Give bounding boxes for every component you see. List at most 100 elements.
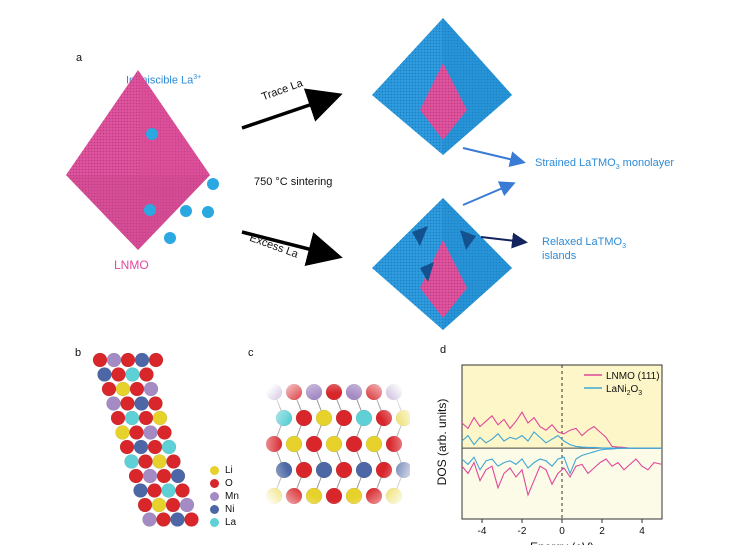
atom — [97, 367, 112, 382]
atom — [148, 396, 163, 411]
atom — [184, 512, 199, 527]
strained-sub: 3 — [615, 164, 620, 172]
strained-label: Strained LaTMO3 monolayer — [535, 157, 674, 171]
atom — [129, 425, 144, 440]
atom — [134, 352, 150, 368]
x-axis-label: Energy (eV) — [530, 540, 594, 545]
atom — [115, 425, 130, 440]
legend-ni-label: Ni — [225, 504, 235, 515]
atom — [166, 454, 181, 469]
atom — [120, 352, 136, 368]
x-tick-label: 0 — [559, 526, 565, 537]
atom — [139, 367, 154, 382]
series-line-0-y_down — [461, 458, 663, 497]
x-tick-label: -2 — [518, 526, 527, 537]
legend-mn-label: Mn — [225, 491, 239, 502]
atom — [134, 396, 149, 411]
panel-b-letter: b — [75, 347, 82, 359]
li-dot-icon — [210, 465, 219, 475]
atom — [170, 468, 186, 484]
lnmo-octahedron — [66, 70, 210, 250]
legend-label-1: LaNi2O3 — [606, 384, 642, 397]
atom — [106, 352, 122, 368]
strained-arrow-top — [462, 147, 526, 168]
atom — [161, 483, 176, 498]
legend-li-label: Li — [225, 465, 233, 476]
x-tick-label: 2 — [599, 526, 605, 537]
atom — [115, 381, 131, 397]
atom — [157, 425, 172, 440]
atom — [170, 512, 185, 527]
atom — [148, 352, 164, 368]
legend-o-label: O — [225, 478, 233, 489]
trace-octahedron — [372, 18, 512, 155]
la-spheres — [144, 128, 219, 244]
atom — [92, 352, 108, 368]
atom — [151, 497, 167, 513]
panel-a-letter: a — [76, 52, 83, 64]
atom — [143, 425, 158, 440]
mn-dot-icon — [210, 491, 219, 501]
relaxed-arrow — [480, 232, 528, 249]
atom — [152, 410, 168, 426]
relaxed-label: Relaxed LaTMO3 — [542, 236, 626, 250]
lnmo-label: LNMO — [114, 258, 149, 272]
series-line-1-y_down — [461, 447, 662, 475]
atom — [119, 439, 135, 455]
sintering-label: 750 °C sintering — [254, 176, 333, 188]
legend-li: Li — [210, 464, 239, 477]
crystal-structure-c — [262, 372, 410, 522]
legend-la: La — [210, 516, 239, 529]
atom — [120, 396, 135, 411]
atom — [133, 439, 149, 455]
immiscible-la-sup: 3+ — [193, 74, 202, 81]
relaxed-sub: 3 — [622, 243, 626, 251]
atom — [125, 367, 140, 382]
strained-suffix: monolayer — [619, 157, 675, 169]
atom — [111, 367, 126, 382]
legend-o: O — [210, 477, 239, 490]
atom-legend: Li O Mn Ni La — [210, 464, 239, 529]
la-dot-icon — [210, 517, 219, 527]
atom — [165, 497, 181, 513]
ni-dot-icon — [210, 504, 219, 514]
atom — [138, 410, 154, 426]
atom — [128, 468, 144, 484]
excess-arrow — [241, 230, 343, 267]
strained-label-text: Strained LaTMO — [535, 157, 616, 169]
relaxed-label-2: islands — [542, 250, 577, 262]
panel-d-letter: d — [440, 344, 447, 356]
atom — [147, 439, 163, 455]
atom — [133, 483, 148, 498]
atom — [143, 381, 159, 397]
atom — [156, 512, 171, 527]
legend-la-label: La — [225, 517, 237, 528]
legend-label-0: LNMO (111) — [606, 371, 660, 382]
plot-bg-lower — [462, 448, 662, 519]
atom — [152, 454, 167, 469]
atom — [129, 381, 145, 397]
atom — [138, 454, 153, 469]
atom — [110, 410, 126, 426]
y-axis-label: DOS (arb. units) — [435, 399, 449, 486]
legend-ni: Ni — [210, 503, 239, 516]
schematic-a — [66, 18, 528, 330]
atom — [142, 512, 157, 527]
atom — [124, 454, 139, 469]
atom — [101, 381, 117, 397]
atom — [156, 468, 172, 484]
panel-c-letter: c — [248, 347, 254, 359]
atom — [175, 483, 190, 498]
atom — [147, 483, 162, 498]
relaxed-label-text: Relaxed LaTMO — [542, 236, 623, 248]
atom — [179, 497, 195, 513]
atom — [142, 468, 158, 484]
atom — [124, 410, 140, 426]
strained-arrow-bottom — [462, 181, 516, 206]
legend-mn: Mn — [210, 490, 239, 503]
excess-octahedron — [372, 198, 512, 330]
x-tick-label: 4 — [639, 526, 645, 537]
dos-chart: -4-2024Energy (eV)DOS (arb. units)LNMO (… — [435, 364, 663, 545]
atom — [137, 497, 153, 513]
atom — [161, 439, 177, 455]
